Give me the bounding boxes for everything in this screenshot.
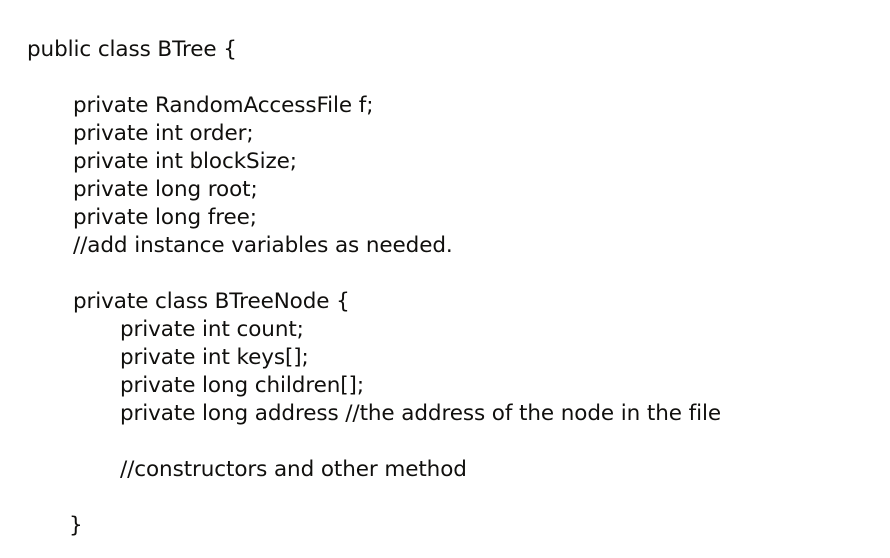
code-blank-line	[0, 428, 890, 456]
code-line-comment-ctors: //constructors and other method	[120, 457, 467, 482]
code-line-field-blocksize: private int blockSize;	[73, 149, 297, 174]
code-line-node-count: private int count;	[120, 317, 304, 342]
code-line-node-address: private long address //the address of th…	[120, 401, 721, 426]
code-line-comment-add-vars: //add instance variables as needed.	[73, 233, 453, 258]
code-line-inner-class-decl: private class BTreeNode {	[73, 289, 350, 314]
code-line-field-free: private long free;	[73, 205, 257, 230]
code-line-node-children: private long children[];	[120, 373, 364, 398]
code-blank-line	[0, 260, 890, 288]
code-blank-line	[0, 64, 890, 92]
code-blank-line	[0, 484, 890, 512]
code-line-field-file: private RandomAccessFile f;	[73, 93, 374, 118]
code-line-field-order: private int order;	[73, 121, 254, 146]
code-line-class-decl: public class BTree {	[27, 37, 237, 62]
code-line-inner-class-close: }	[69, 513, 83, 538]
code-line-node-keys: private int keys[];	[120, 345, 309, 370]
code-body: public class BTree { private RandomAccess…	[0, 36, 890, 540]
code-line-field-root: private long root;	[73, 177, 258, 202]
